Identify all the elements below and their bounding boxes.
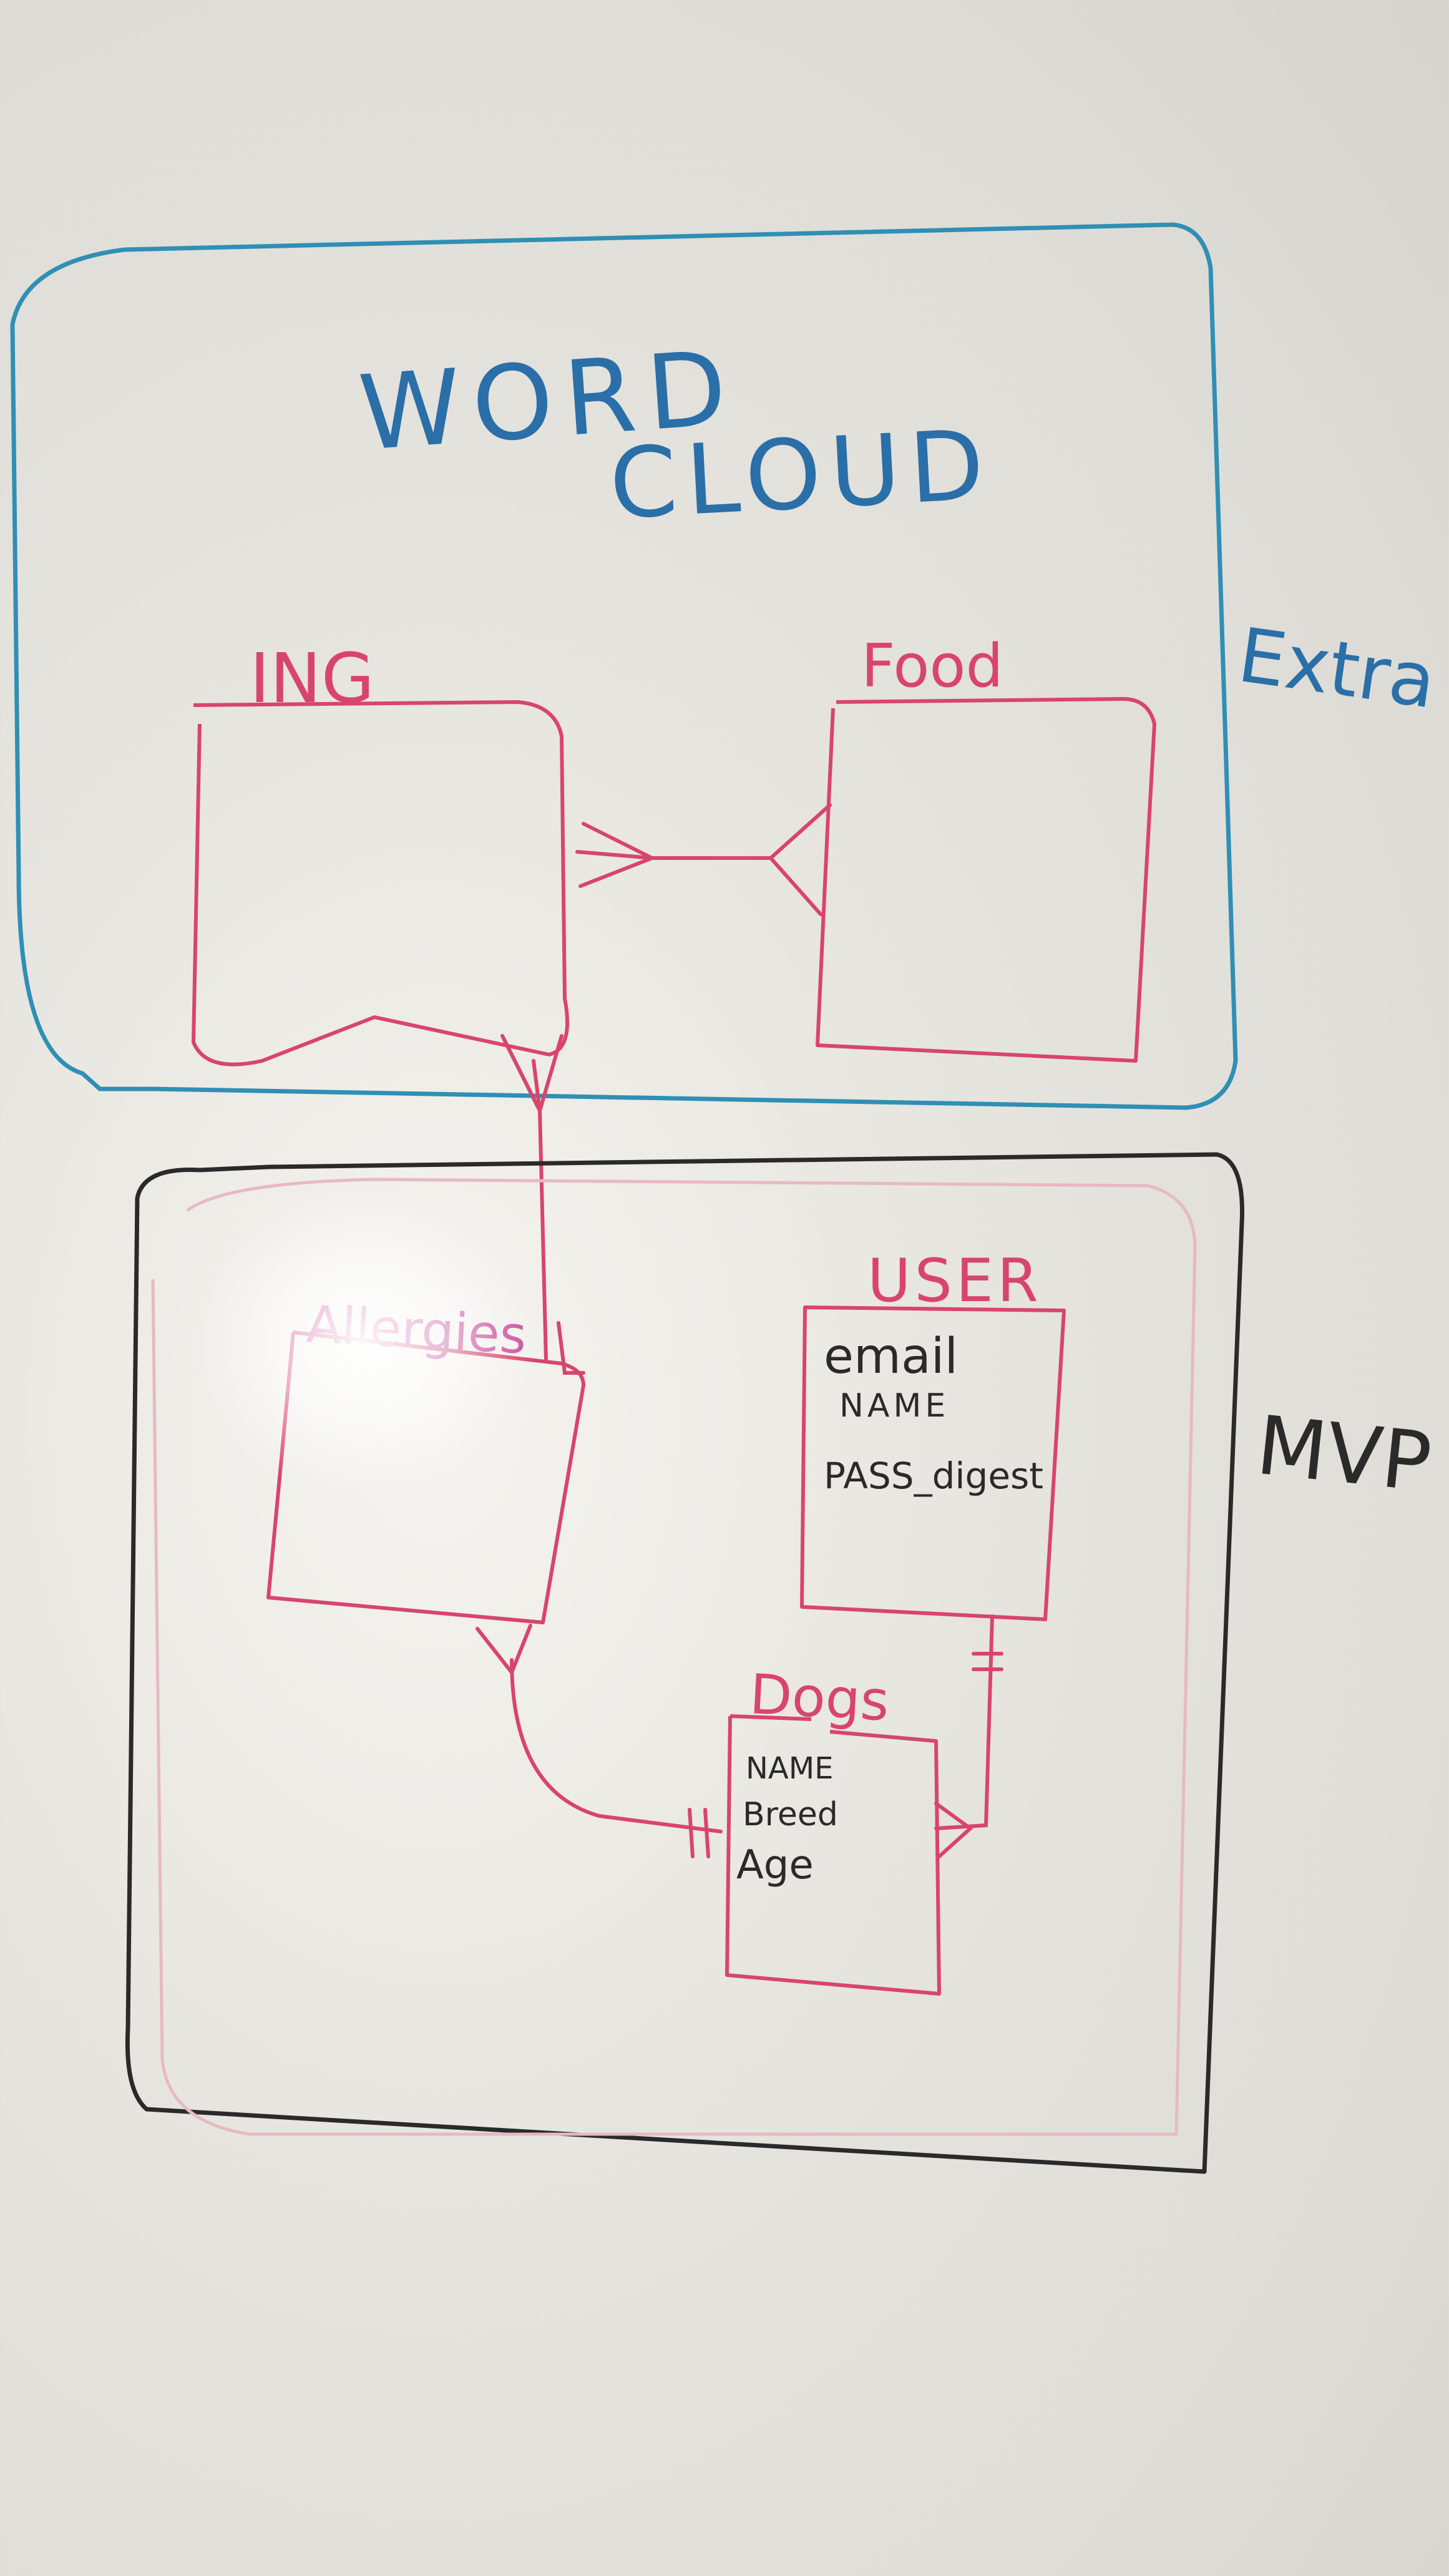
allergies-entity-title: Allergies bbox=[305, 1295, 528, 1365]
allergies-entity-box bbox=[266, 1330, 585, 1624]
ing-entity-box bbox=[192, 700, 570, 1066]
food-entity-box bbox=[816, 697, 1156, 1063]
extra-region-border bbox=[10, 222, 1238, 1110]
mvp-label: MVP bbox=[1252, 1398, 1436, 1510]
dogs-field-age: Age bbox=[736, 1842, 814, 1888]
user-field-email: email bbox=[824, 1329, 958, 1385]
extra-label: Extra bbox=[1233, 612, 1441, 726]
user-entity-title: USER bbox=[867, 1247, 1042, 1315]
dogs-user-relationship bbox=[934, 1614, 1003, 1858]
word-cloud-heading-word: WORD bbox=[355, 328, 741, 474]
word-cloud-heading-cloud: CLOUD bbox=[607, 408, 995, 541]
ing-food-relationship bbox=[575, 803, 832, 916]
dogs-entity-box bbox=[725, 1714, 941, 1996]
food-entity-title: Food bbox=[861, 632, 1003, 701]
dogs-entity-title: Dogs bbox=[748, 1662, 890, 1734]
user-entity-box bbox=[800, 1305, 1066, 1621]
allergies-dogs-relationship bbox=[476, 1624, 723, 1858]
dogs-field-breed: Breed bbox=[743, 1796, 838, 1833]
dogs-field-name: NAME bbox=[746, 1751, 833, 1786]
user-field-pass-digest: PASS_digest bbox=[824, 1455, 1043, 1497]
user-field-name: NAME bbox=[839, 1387, 949, 1425]
ing-entity-title: ING bbox=[250, 638, 374, 718]
mvp-region-border bbox=[125, 1152, 1244, 2174]
